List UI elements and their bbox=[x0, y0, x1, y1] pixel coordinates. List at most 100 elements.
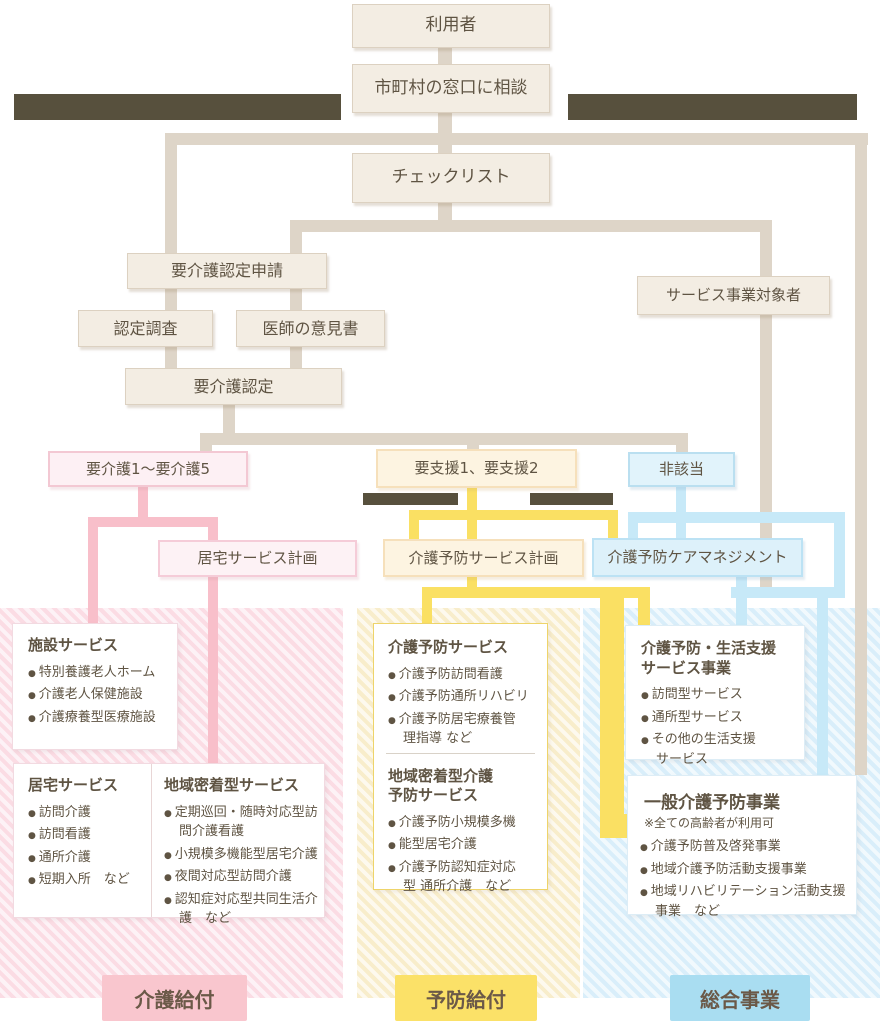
list-item: 訪問看護 bbox=[28, 825, 147, 845]
home-community-panel: 居宅サービス 訪問介護訪問看護通所介護短期入所 など 地域密着型サービス 定期巡… bbox=[13, 763, 325, 926]
doctor-opinion-box: 医師の意見書 bbox=[236, 310, 385, 347]
pink-stem bbox=[138, 487, 148, 527]
list-item: 認知症対応型共同生活介 護 など bbox=[164, 890, 320, 929]
community-service-title: 地域密着型サービス bbox=[164, 776, 300, 794]
mid-bar-left bbox=[363, 493, 458, 505]
prevention-care-mgmt-box: 介護予防ケアマネジメント bbox=[592, 538, 803, 577]
list-item: 能型居宅介護 bbox=[388, 835, 541, 855]
connector-top-horizontal bbox=[165, 133, 868, 145]
list-item: 介護療養型医療施設 bbox=[28, 708, 171, 728]
list-item: 通所介護 bbox=[28, 848, 147, 868]
community-prevention-list: 介護予防小規模多機能型居宅介護介護予防認知症対応 型 通所介護 など bbox=[388, 813, 541, 897]
home-service-title: 居宅サービス bbox=[28, 776, 119, 794]
list-item: 通所型サービス bbox=[641, 708, 800, 728]
connector-application-survey bbox=[165, 289, 177, 310]
list-item: 訪問介護 bbox=[28, 803, 147, 823]
list-item: 短期入所 など bbox=[28, 870, 147, 890]
blue-horizontal-1 bbox=[628, 512, 845, 523]
yellow-horizontal-2 bbox=[422, 587, 650, 598]
yellow-trunk-general bbox=[600, 598, 624, 838]
application-box: 要介護認定申請 bbox=[127, 253, 327, 289]
list-item: 介護老人保健施設 bbox=[28, 685, 171, 705]
trunk-right-edge bbox=[855, 133, 867, 775]
list-item: 夜間対応型訪問介護 bbox=[164, 867, 320, 887]
community-service-column: 地域密着型サービス 定期巡回・随時対応型訪 問介護看護小規模多機能型居宅介護夜間… bbox=[151, 764, 324, 926]
connector-application-doctor bbox=[290, 289, 302, 310]
home-service-plan-box: 居宅サービス計画 bbox=[158, 540, 357, 577]
blue-horizontal-2 bbox=[731, 587, 845, 598]
yellow-drop-life-support bbox=[638, 598, 650, 625]
list-item: 介護予防居宅療養管 理指導 など bbox=[388, 710, 541, 749]
life-support-panel: 介護予防・生活支援 サービス事業 訪問型サービス通所型サービスその他の生活支援 … bbox=[625, 625, 805, 767]
connector-drop-care-level bbox=[200, 445, 212, 452]
comprehensive-ribbon: 総合事業 bbox=[670, 975, 810, 1021]
blue-drop-mgmt bbox=[628, 523, 638, 540]
connector-left-inner-drop bbox=[290, 232, 302, 253]
survey-box: 認定調査 bbox=[78, 310, 213, 347]
connector-result-horizontal bbox=[200, 433, 688, 445]
blue-stem-mgmt-down bbox=[736, 577, 747, 625]
general-prevention-title: 一般介護予防事業 bbox=[644, 793, 780, 813]
list-item: 訪問型サービス bbox=[641, 685, 800, 705]
home-service-column: 居宅サービス 訪問介護訪問看護通所介護短期入所 など bbox=[14, 764, 151, 917]
prevention-benefit-ribbon: 予防給付 bbox=[395, 975, 537, 1021]
connector-second-horizontal bbox=[290, 220, 772, 232]
blue-drop-right bbox=[834, 523, 845, 598]
general-prevention-list: 介護予防普及啓発事業地域介護予防活動支援事業地域リハビリテーション活動支援 事業… bbox=[640, 837, 852, 921]
list-item: 介護予防訪問看護 bbox=[388, 665, 541, 685]
life-support-list: 訪問型サービス通所型サービスその他の生活支援 サービス bbox=[641, 685, 800, 769]
list-item: 介護予防普及啓発事業 bbox=[640, 837, 852, 857]
mid-bar-right bbox=[530, 493, 613, 505]
connector-left-outer-drop bbox=[165, 145, 177, 253]
top-bar-right bbox=[568, 94, 857, 120]
pink-drop-home bbox=[208, 527, 218, 763]
community-service-list: 定期巡回・随時対応型訪 問介護看護小規模多機能型居宅介護夜間対応型訪問介護認知症… bbox=[164, 803, 320, 929]
connector-drop-support-level bbox=[467, 445, 479, 452]
prevention-service-plan-box: 介護予防サービス計画 bbox=[383, 539, 584, 577]
blue-drop-general bbox=[817, 598, 828, 775]
list-item: 特別養護老人ホーム bbox=[28, 663, 171, 683]
general-prevention-note: ※全ての高齢者が利用可 bbox=[644, 816, 775, 830]
life-support-title: 介護予防・生活支援 サービス事業 bbox=[641, 639, 777, 677]
certification-box: 要介護認定 bbox=[125, 368, 342, 405]
home-service-list: 訪問介護訪問看護通所介護短期入所 など bbox=[28, 803, 147, 890]
community-prevention-title: 地域密着型介護 予防サービス bbox=[388, 766, 494, 805]
not-applicable-box: 非該当 bbox=[628, 452, 735, 487]
top-bar-left bbox=[14, 94, 341, 120]
service-target-box: サービス事業対象者 bbox=[637, 276, 830, 315]
list-item: その他の生活支援 サービス bbox=[641, 730, 800, 769]
connector-certification-down bbox=[223, 405, 235, 433]
list-item: 地域リハビリテーション活動支援 事業 など bbox=[640, 882, 852, 921]
connector-user-consult bbox=[438, 48, 452, 66]
list-item: 定期巡回・随時対応型訪 問介護看護 bbox=[164, 803, 320, 842]
checklist-box: チェックリスト bbox=[352, 153, 550, 203]
yellow-drop-plan bbox=[409, 520, 419, 539]
prevention-panel-divider bbox=[386, 753, 535, 754]
yellow-horizontal-1 bbox=[409, 510, 618, 520]
list-item: 介護予防小規模多機 bbox=[388, 813, 541, 833]
list-item: 介護予防認知症対応 型 通所介護 など bbox=[388, 858, 541, 897]
care-benefit-ribbon: 介護給付 bbox=[102, 975, 247, 1021]
list-item: 地域介護予防活動支援事業 bbox=[640, 860, 852, 880]
prevention-service-panel: 介護予防サービス 介護予防訪問看護介護予防通所リハビリ介護予防居宅療養管 理指導… bbox=[373, 623, 548, 894]
general-prevention-panel: 一般介護予防事業 ※全ての高齢者が利用可 介護予防普及啓発事業地域介護予防活動支… bbox=[627, 775, 857, 919]
connector-drop-not-applicable bbox=[676, 445, 688, 452]
prevention-service-list: 介護予防訪問看護介護予防通所リハビリ介護予防居宅療養管 理指導 など bbox=[388, 665, 541, 749]
consult-box: 市町村の窓口に相談 bbox=[352, 64, 550, 113]
care-level-box: 要介護1〜要介護5 bbox=[48, 451, 248, 487]
yellow-arm-general bbox=[600, 814, 632, 838]
list-item: 介護予防通所リハビリ bbox=[388, 687, 541, 707]
user-box: 利用者 bbox=[352, 4, 550, 48]
yellow-drop-mgmt bbox=[608, 520, 618, 538]
prevention-service-title: 介護予防サービス bbox=[388, 638, 509, 656]
facility-service-panel: 施設サービス 特別養護老人ホーム介護老人保健施設介護療養型医療施設 bbox=[12, 623, 178, 750]
pink-horizontal bbox=[88, 517, 218, 527]
facility-service-title: 施設サービス bbox=[28, 636, 119, 654]
support-level-box: 要支援1、要支援2 bbox=[376, 449, 577, 488]
yellow-drop-prevention-panel bbox=[422, 598, 432, 625]
connector-doctor-certification bbox=[290, 347, 302, 368]
pink-drop-facility bbox=[88, 527, 98, 623]
list-item: 小規模多機能型居宅介護 bbox=[164, 845, 320, 865]
facility-service-list: 特別養護老人ホーム介護老人保健施設介護療養型医療施設 bbox=[28, 663, 171, 728]
